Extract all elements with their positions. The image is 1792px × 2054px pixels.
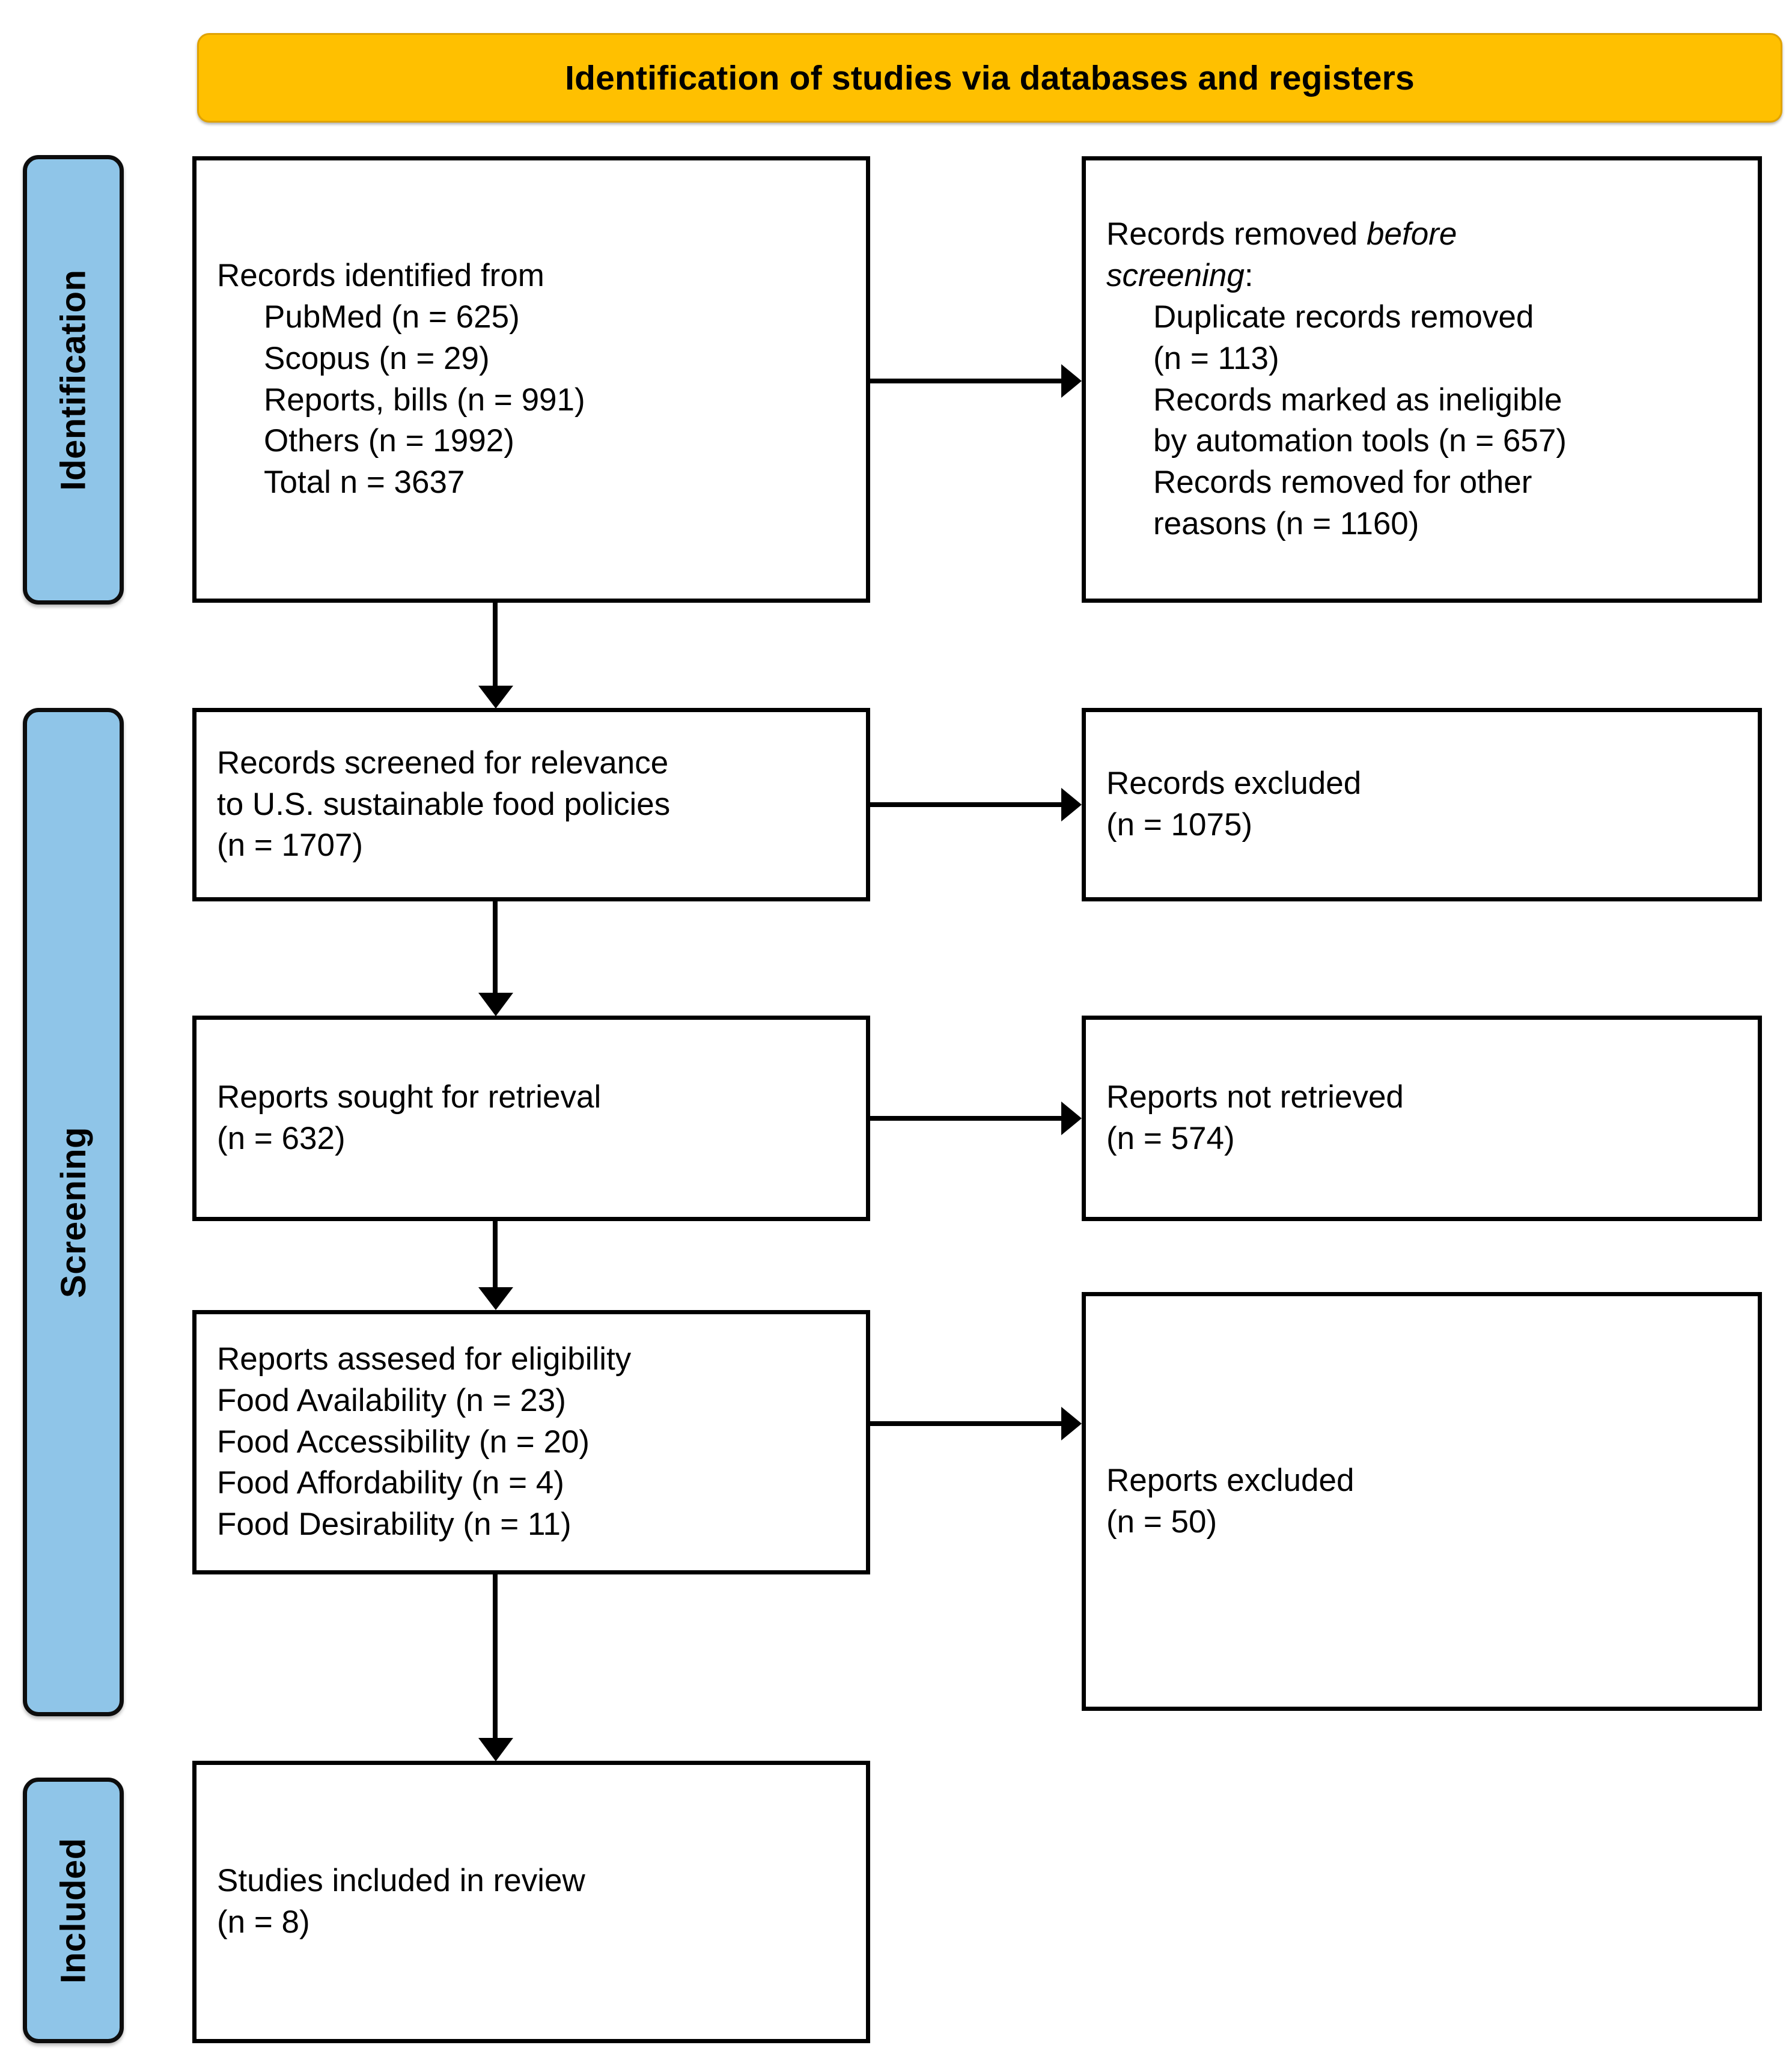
arrow-identified-to-screened — [475, 603, 517, 711]
stage-label-identification: Identification — [23, 155, 124, 605]
records-identified-source-scopus: Scopus (n = 29) — [264, 340, 490, 376]
records-identified-title: Records identified from — [217, 257, 544, 293]
records-removed-title-line1: Records removed before — [1106, 214, 1737, 255]
stage-label-included-text: Included — [53, 1837, 93, 1984]
records-removed-ineligible-label: Records marked as ineligible — [1153, 382, 1562, 418]
reports-sought-label: Reports sought for retrieval — [217, 1079, 602, 1115]
records-screened-line2: to U.S. sustainable food policies — [217, 786, 671, 822]
arrow-identified-to-removed-before-screening — [870, 361, 1086, 403]
arrow-eligibility-to-reports-excluded — [870, 1403, 1086, 1445]
reports-not-retrieved-count: (n = 574) — [1106, 1121, 1235, 1156]
box-records-excluded: Records excluded (n = 1075) — [1082, 708, 1762, 901]
records-identified-source-others: Others (n = 1992) — [264, 423, 514, 459]
records-removed-ineligible-count: by automation tools (n = 657) — [1153, 423, 1567, 459]
reports-assessed-food-accessibility: Food Accessibility (n = 20) — [217, 1424, 590, 1460]
records-removed-other-count: reasons (n = 1160) — [1153, 506, 1419, 542]
stage-label-screening-text: Screening — [53, 1126, 93, 1298]
stage-label-identification-text: Identification — [53, 269, 93, 490]
box-studies-included-in-review: Studies included in review (n = 8) — [192, 1761, 870, 2043]
box-records-screened: Records screened for relevance to U.S. s… — [192, 708, 870, 901]
studies-included-count: (n = 8) — [217, 1904, 310, 1940]
box-reports-excluded: Reports excluded (n = 50) — [1082, 1292, 1762, 1711]
records-removed-duplicates-count: (n = 113) — [1153, 340, 1279, 376]
studies-included-label: Studies included in review — [217, 1863, 585, 1899]
box-reports-not-retrieved: Reports not retrieved (n = 574) — [1082, 1016, 1762, 1221]
box-reports-sought-for-retrieval: Reports sought for retrieval (n = 632) — [192, 1016, 870, 1221]
reports-assessed-food-desirability: Food Desirability (n = 11) — [217, 1507, 571, 1543]
records-removed-title-italic-before: before — [1367, 216, 1457, 252]
records-removed-title-lead: Records removed — [1106, 216, 1367, 252]
arrow-screened-to-reports-sought — [475, 901, 517, 1019]
records-screened-line1: Records screened for relevance — [217, 745, 669, 781]
reports-assessed-food-availability: Food Availability (n = 23) — [217, 1382, 566, 1418]
reports-not-retrieved-label: Reports not retrieved — [1106, 1079, 1404, 1115]
stage-label-included: Included — [23, 1778, 124, 2043]
records-removed-other-label: Records removed for other — [1153, 465, 1532, 501]
arrow-screened-to-records-excluded — [870, 784, 1086, 826]
arrow-reports-sought-to-eligibility — [475, 1221, 517, 1312]
records-removed-duplicates-label: Duplicate records removed — [1153, 299, 1534, 335]
records-identified-source-reports-bills: Reports, bills (n = 991) — [264, 382, 585, 418]
stage-banner-title: Identification of studies via databases … — [565, 58, 1415, 97]
reports-assessed-title: Reports assesed for eligibility — [217, 1341, 632, 1377]
reports-assessed-food-affordability: Food Affordability (n = 4) — [217, 1465, 564, 1501]
records-removed-title-line2: screening: — [1106, 255, 1737, 297]
arrow-reports-sought-to-not-retrieved — [870, 1098, 1086, 1140]
records-removed-title-colon: : — [1244, 257, 1254, 293]
reports-excluded-label: Reports excluded — [1106, 1462, 1355, 1498]
records-excluded-label: Records excluded — [1106, 766, 1362, 802]
box-reports-assessed-for-eligibility: Reports assesed for eligibility Food Ava… — [192, 1310, 870, 1574]
records-screened-count: (n = 1707) — [217, 827, 364, 864]
box-records-identified: Records identified from PubMed (n = 625)… — [192, 156, 870, 603]
stage-banner-identification: Identification of studies via databases … — [197, 33, 1782, 123]
records-excluded-count: (n = 1075) — [1106, 807, 1253, 843]
reports-excluded-count: (n = 50) — [1106, 1504, 1218, 1540]
records-identified-total: Total n = 3637 — [264, 465, 465, 501]
box-records-removed-before-screening: Records removed before screening: Duplic… — [1082, 156, 1762, 603]
arrow-eligibility-to-studies-included — [475, 1574, 517, 1764]
stage-label-screening: Screening — [23, 708, 124, 1716]
reports-sought-count: (n = 632) — [217, 1121, 346, 1156]
records-removed-title-italic-screening: screening — [1106, 257, 1245, 293]
records-identified-source-pubmed: PubMed (n = 625) — [264, 299, 520, 335]
